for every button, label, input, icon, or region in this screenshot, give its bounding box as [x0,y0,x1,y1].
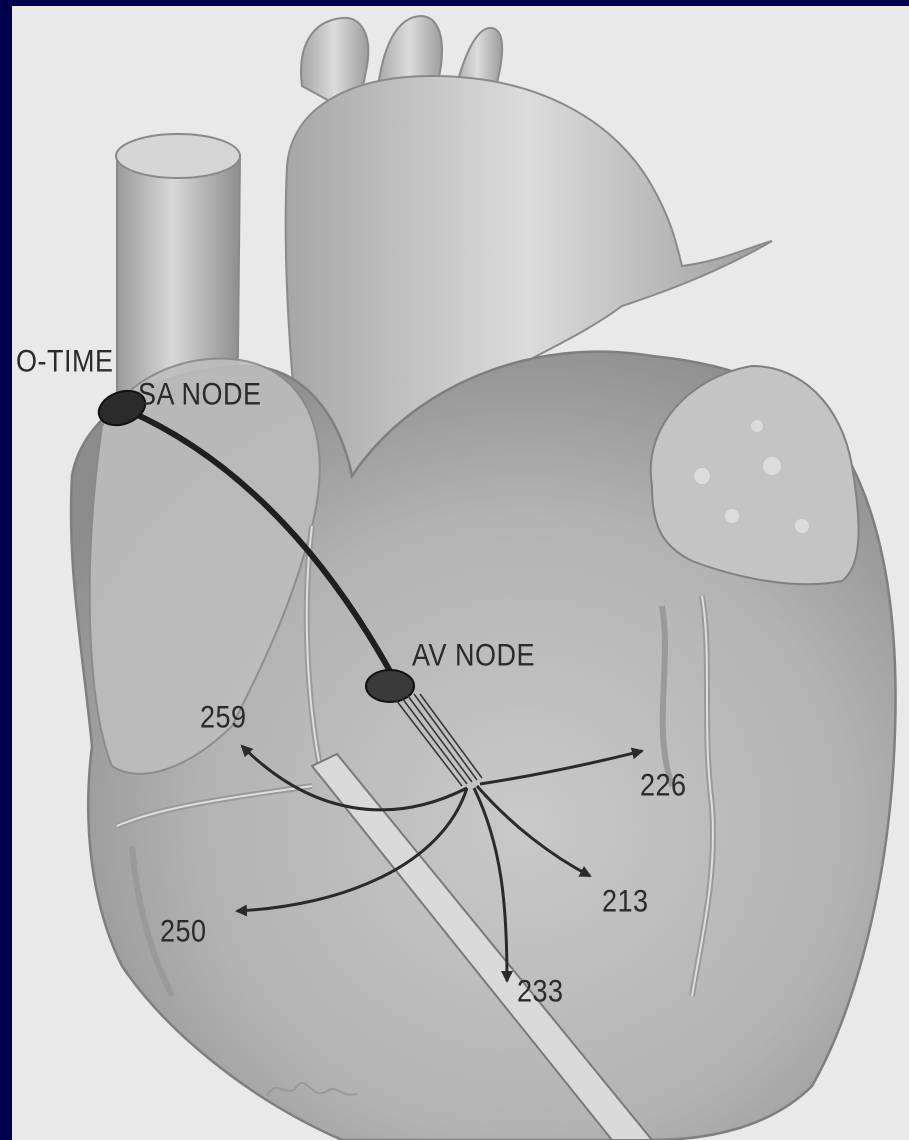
label-213: 213 [602,886,649,917]
label-o-time: O-TIME [16,346,114,377]
label-226: 226 [640,770,687,801]
label-233: 233 [517,976,564,1007]
label-259: 259 [200,702,247,733]
label-sa-node: SA NODE [138,379,262,410]
av-node-marker [366,670,414,702]
label-av-node: AV NODE [412,640,535,671]
label-250: 250 [160,916,207,947]
heart-illustration-panel: O-TIME SA NODE AV NODE 259 226 213 250 2… [12,6,909,1140]
heart-conduction-diagram [12,6,909,1140]
